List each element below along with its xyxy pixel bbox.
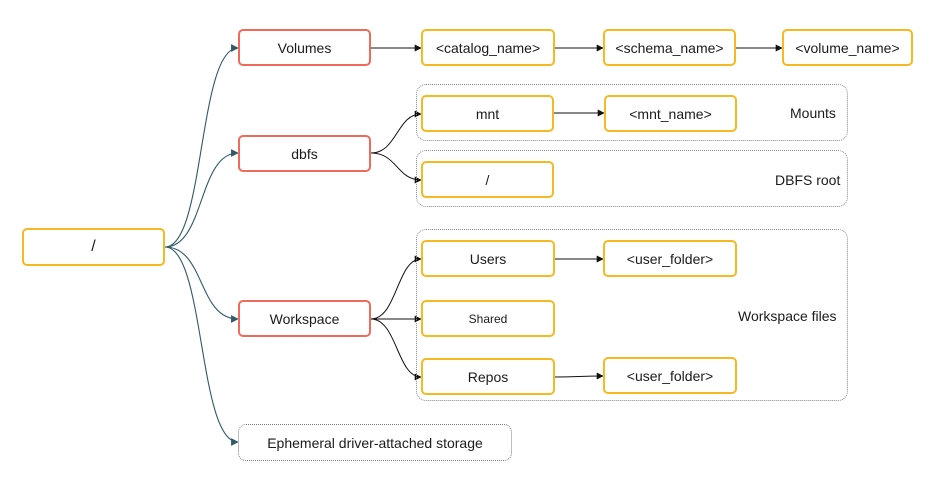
link-dbfs-root [370,152,422,184]
root-node[interactable]: / [22,228,165,266]
group-label-dbfs-root: DBFS root [775,172,841,188]
workspace-node[interactable]: Workspace [238,300,371,337]
mnt-node[interactable]: mnt [421,95,554,132]
link-root-ephemeral [164,246,239,446]
link-root-workspace [164,246,239,323]
link-workspace-repos [370,318,422,381]
link-repos-folder [554,372,604,380]
dbfs-node[interactable]: dbfs [238,135,371,172]
volumes-node[interactable]: Volumes [238,29,371,66]
repos-folder-node[interactable]: <user_folder> [603,357,737,394]
catalog-name-node[interactable]: <catalog_name> [421,29,555,66]
link-root-volumes [164,44,239,248]
repos-node[interactable]: Repos [421,358,555,395]
users-folder-node[interactable]: <user_folder> [603,240,737,277]
group-dbfs-root [416,150,848,207]
schema-name-node[interactable]: <schema_name> [603,29,736,66]
shared-node[interactable]: Shared [421,300,555,337]
group-label-workspace-files: Workspace files [738,308,837,324]
users-node[interactable]: Users [421,240,555,277]
link-root-dbfs [164,149,239,248]
link-dbfs-mnt [370,110,422,154]
ephemeral-storage-node[interactable]: Ephemeral driver-attached storage [238,424,512,461]
dbfs-root-node[interactable]: / [421,161,554,198]
mnt-name-node[interactable]: <mnt_name> [604,95,737,132]
group-workspace-files [416,229,848,401]
group-mounts [416,84,848,141]
group-label-mounts: Mounts [790,105,836,121]
volume-name-node[interactable]: <volume_name> [782,29,913,66]
link-workspace-users [370,255,422,320]
